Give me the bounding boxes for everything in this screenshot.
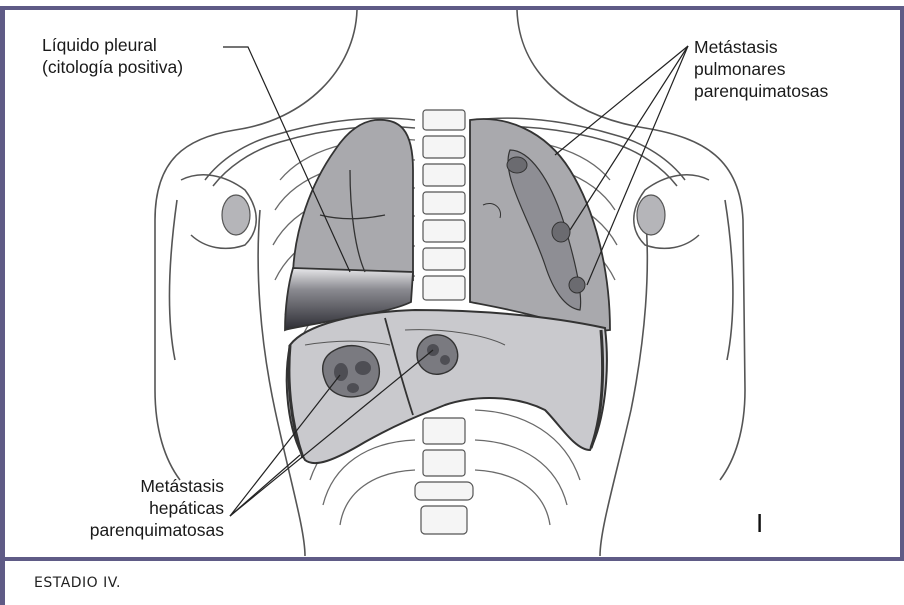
right-lung (285, 120, 413, 330)
left-humeral-head (222, 195, 250, 235)
caption-divider (4, 557, 904, 561)
lung-metastases-label-line2: pulmonares (694, 58, 828, 80)
pleural-fluid-label-line2: (citología positiva) (42, 56, 183, 78)
lung-metastases-label-line3: parenquimatosas (694, 80, 828, 102)
liver-metastases-label-line2: hepáticas (32, 497, 224, 519)
liver-metastases-label-line1: Metástasis (32, 475, 224, 497)
pleural-fluid-label-line1: Líquido pleural (42, 34, 183, 56)
figure-caption: ESTADIO IV. (34, 575, 121, 591)
pleural-fluid-label: Líquido pleural (citología positiva) (42, 34, 183, 78)
stage-numeral: I (756, 508, 763, 539)
liver-metastases-label-line3: parenquimatosas (32, 519, 224, 541)
right-humeral-head (637, 195, 665, 235)
lung-metastases-label-line1: Metástasis (694, 36, 828, 58)
liver-metastases-label: Metástasis hepáticas parenquimatosas (32, 475, 224, 541)
frame-right-border (900, 6, 904, 561)
lung-metastases-label: Metástasis pulmonares parenquimatosas (694, 36, 828, 102)
left-lung (470, 119, 610, 330)
